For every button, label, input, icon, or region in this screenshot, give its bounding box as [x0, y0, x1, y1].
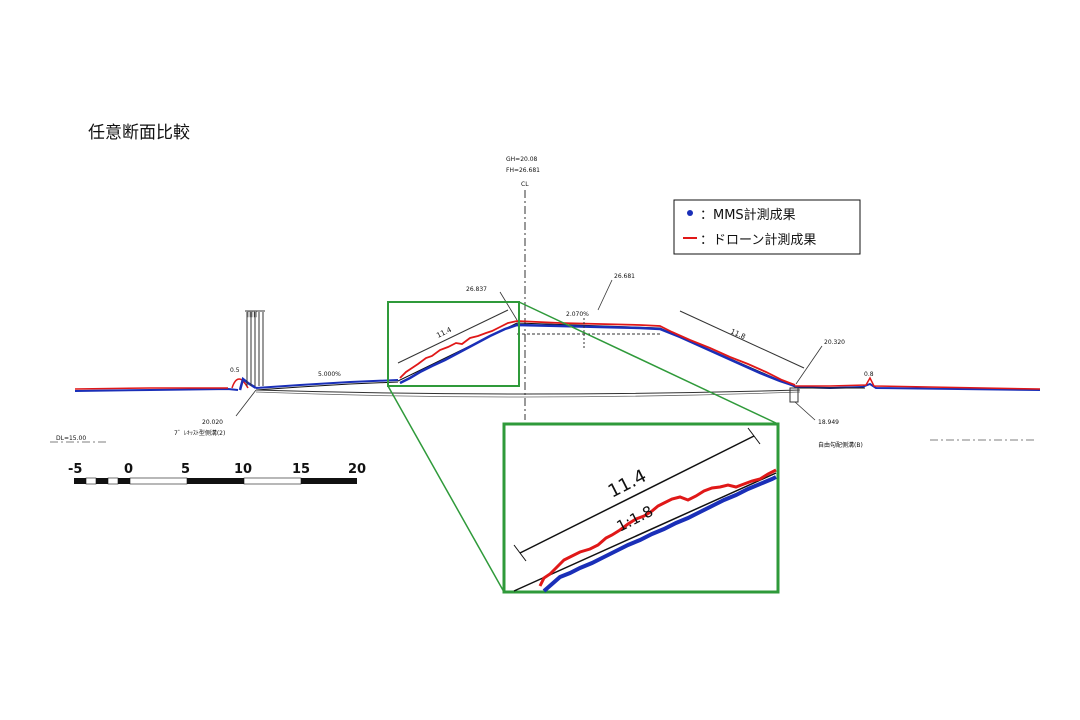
- drone-ground-right: [795, 376, 1041, 390]
- subgrade-line-2: [255, 391, 801, 398]
- legend-box: [673, 199, 861, 255]
- fh-label: FH=26.681: [506, 167, 540, 174]
- right-toe-elev: 20.320: [824, 339, 845, 346]
- right-crown-leader: [597, 279, 613, 311]
- scale-label-10: 10: [234, 462, 252, 477]
- zoom-detail-box: [502, 422, 780, 594]
- left-slope-dim-line: [397, 309, 509, 364]
- scale-label-0: 0: [124, 462, 133, 477]
- zoom-dim-tick-right: [747, 427, 761, 445]
- right-bottom-leader: [794, 401, 816, 421]
- post-label: |||||: [247, 311, 257, 318]
- zoom-dim-line: [519, 435, 755, 554]
- scale-label-20: 20: [348, 462, 366, 477]
- mms-embankment: [399, 323, 796, 388]
- zoom-detail: 11.4 1:1.8: [502, 422, 780, 594]
- zoom-dim-tick-left: [513, 544, 527, 562]
- mms-ground-left: [74, 387, 239, 392]
- cl-label: CL: [521, 181, 529, 188]
- right-bottom-elev: 18.949: [818, 419, 839, 426]
- zoom-connector-bottom: [387, 385, 505, 593]
- crown-slope-label: 2.070%: [566, 311, 589, 318]
- scale-label-neg5: -5: [68, 462, 82, 477]
- zoom-mms-line: [542, 475, 777, 593]
- mms-ground-mid: [255, 379, 399, 389]
- design-ground-mid: [255, 381, 399, 391]
- zoom-source-box: [387, 301, 520, 387]
- drone-ground-left: [74, 387, 228, 390]
- right-ditch: [789, 387, 799, 403]
- left-ditch-label: 7゛ﾚｷｯｽﾄ型側溝(2): [174, 429, 225, 437]
- left-ditch-blue: [238, 376, 257, 391]
- scale-label-5: 5: [181, 462, 190, 477]
- left-toe-leader: [235, 389, 257, 417]
- left-post: [245, 310, 265, 386]
- small-right-dim: 0.8: [864, 371, 874, 378]
- right-ditch-label: 自由勾配側溝(B): [818, 441, 863, 449]
- page-title: 任意断面比較: [88, 123, 190, 143]
- small-left-dim: 0.5: [230, 367, 240, 374]
- scale-bar: -5 0 5 10 15 20: [68, 462, 366, 485]
- zoom-connector-top: [518, 301, 779, 425]
- legend-drone-label: ：ドローン計測成果: [700, 232, 816, 248]
- ground-slope-label: 5.000%: [318, 371, 341, 378]
- datum-label: DL=15.00: [56, 435, 86, 442]
- left-toe-elev: 20.020: [202, 419, 223, 426]
- zoom-drone-line: [538, 468, 777, 587]
- left-crown-elev: 26.837: [466, 286, 487, 293]
- right-slope-dim-line: [679, 310, 805, 369]
- legend: ：MMS計測成果 ：ドローン計測成果: [673, 199, 861, 255]
- drone-embankment: [399, 320, 796, 386]
- subgrade-line-1: [255, 389, 801, 395]
- legend-mms-label: ：MMS計測成果: [700, 207, 796, 223]
- right-toe-leader: [795, 345, 823, 385]
- zoom-design-line: [513, 472, 777, 592]
- scale-label-15: 15: [292, 462, 310, 477]
- right-slope-length: 11.8: [729, 328, 746, 342]
- right-crown-elev: 26.681: [614, 273, 635, 280]
- left-crown-leader: [499, 291, 518, 321]
- gh-label: GH=20.08: [506, 156, 538, 163]
- mms-legend-marker: [687, 210, 693, 216]
